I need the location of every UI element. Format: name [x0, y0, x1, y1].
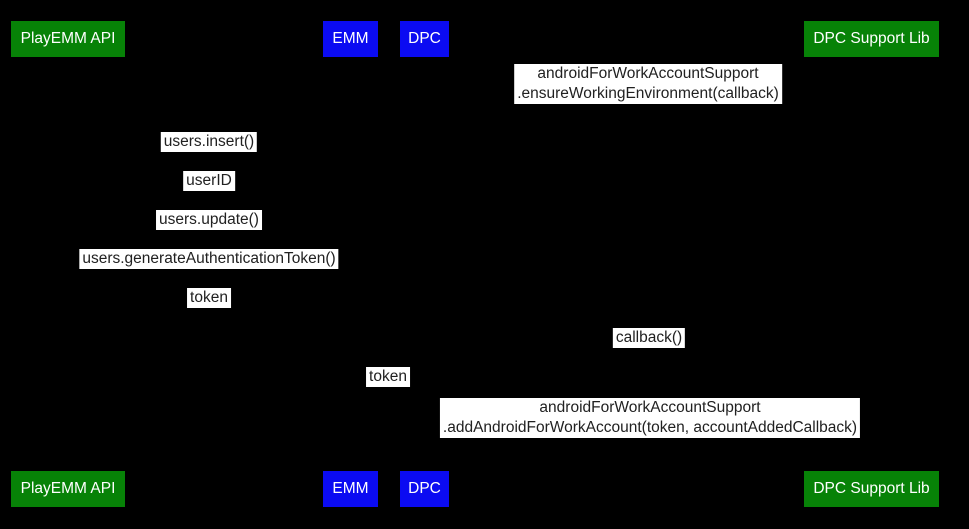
message-line: .addAndroidForWorkAccount(token, account…	[442, 419, 858, 436]
actor-playemm-api-top: PlayEMM API	[11, 21, 125, 57]
message-label-token-forward: token	[366, 367, 410, 387]
message-label-ensure-working-environment: androidForWorkAccountSupport .ensureWork…	[514, 64, 782, 104]
message-label-add-android-for-work-account: androidForWorkAccountSupport .addAndroid…	[439, 398, 861, 438]
message-label-token-return: token	[187, 288, 231, 308]
actor-dpc-top: DPC	[400, 21, 449, 57]
actor-playemm-api-bottom: PlayEMM API	[11, 471, 125, 507]
message-line: androidForWorkAccountSupport	[539, 399, 761, 416]
actor-dpc-support-lib-top: DPC Support Lib	[804, 21, 939, 57]
message-label-users-insert: users.insert()	[160, 132, 258, 152]
message-label-callback: callback()	[612, 328, 686, 348]
message-label-userid: userID	[183, 171, 235, 191]
message-line: .ensureWorkingEnvironment(callback)	[517, 85, 779, 102]
message-label-users-update: users.update()	[156, 210, 262, 230]
actor-emm-top: EMM	[323, 21, 378, 57]
actor-dpc-support-lib-bottom: DPC Support Lib	[804, 471, 939, 507]
message-line: androidForWorkAccountSupport	[537, 65, 759, 82]
message-label-users-generate-authentication-token: users.generateAuthenticationToken()	[79, 249, 339, 269]
actor-emm-bottom: EMM	[323, 471, 378, 507]
actor-dpc-bottom: DPC	[400, 471, 449, 507]
